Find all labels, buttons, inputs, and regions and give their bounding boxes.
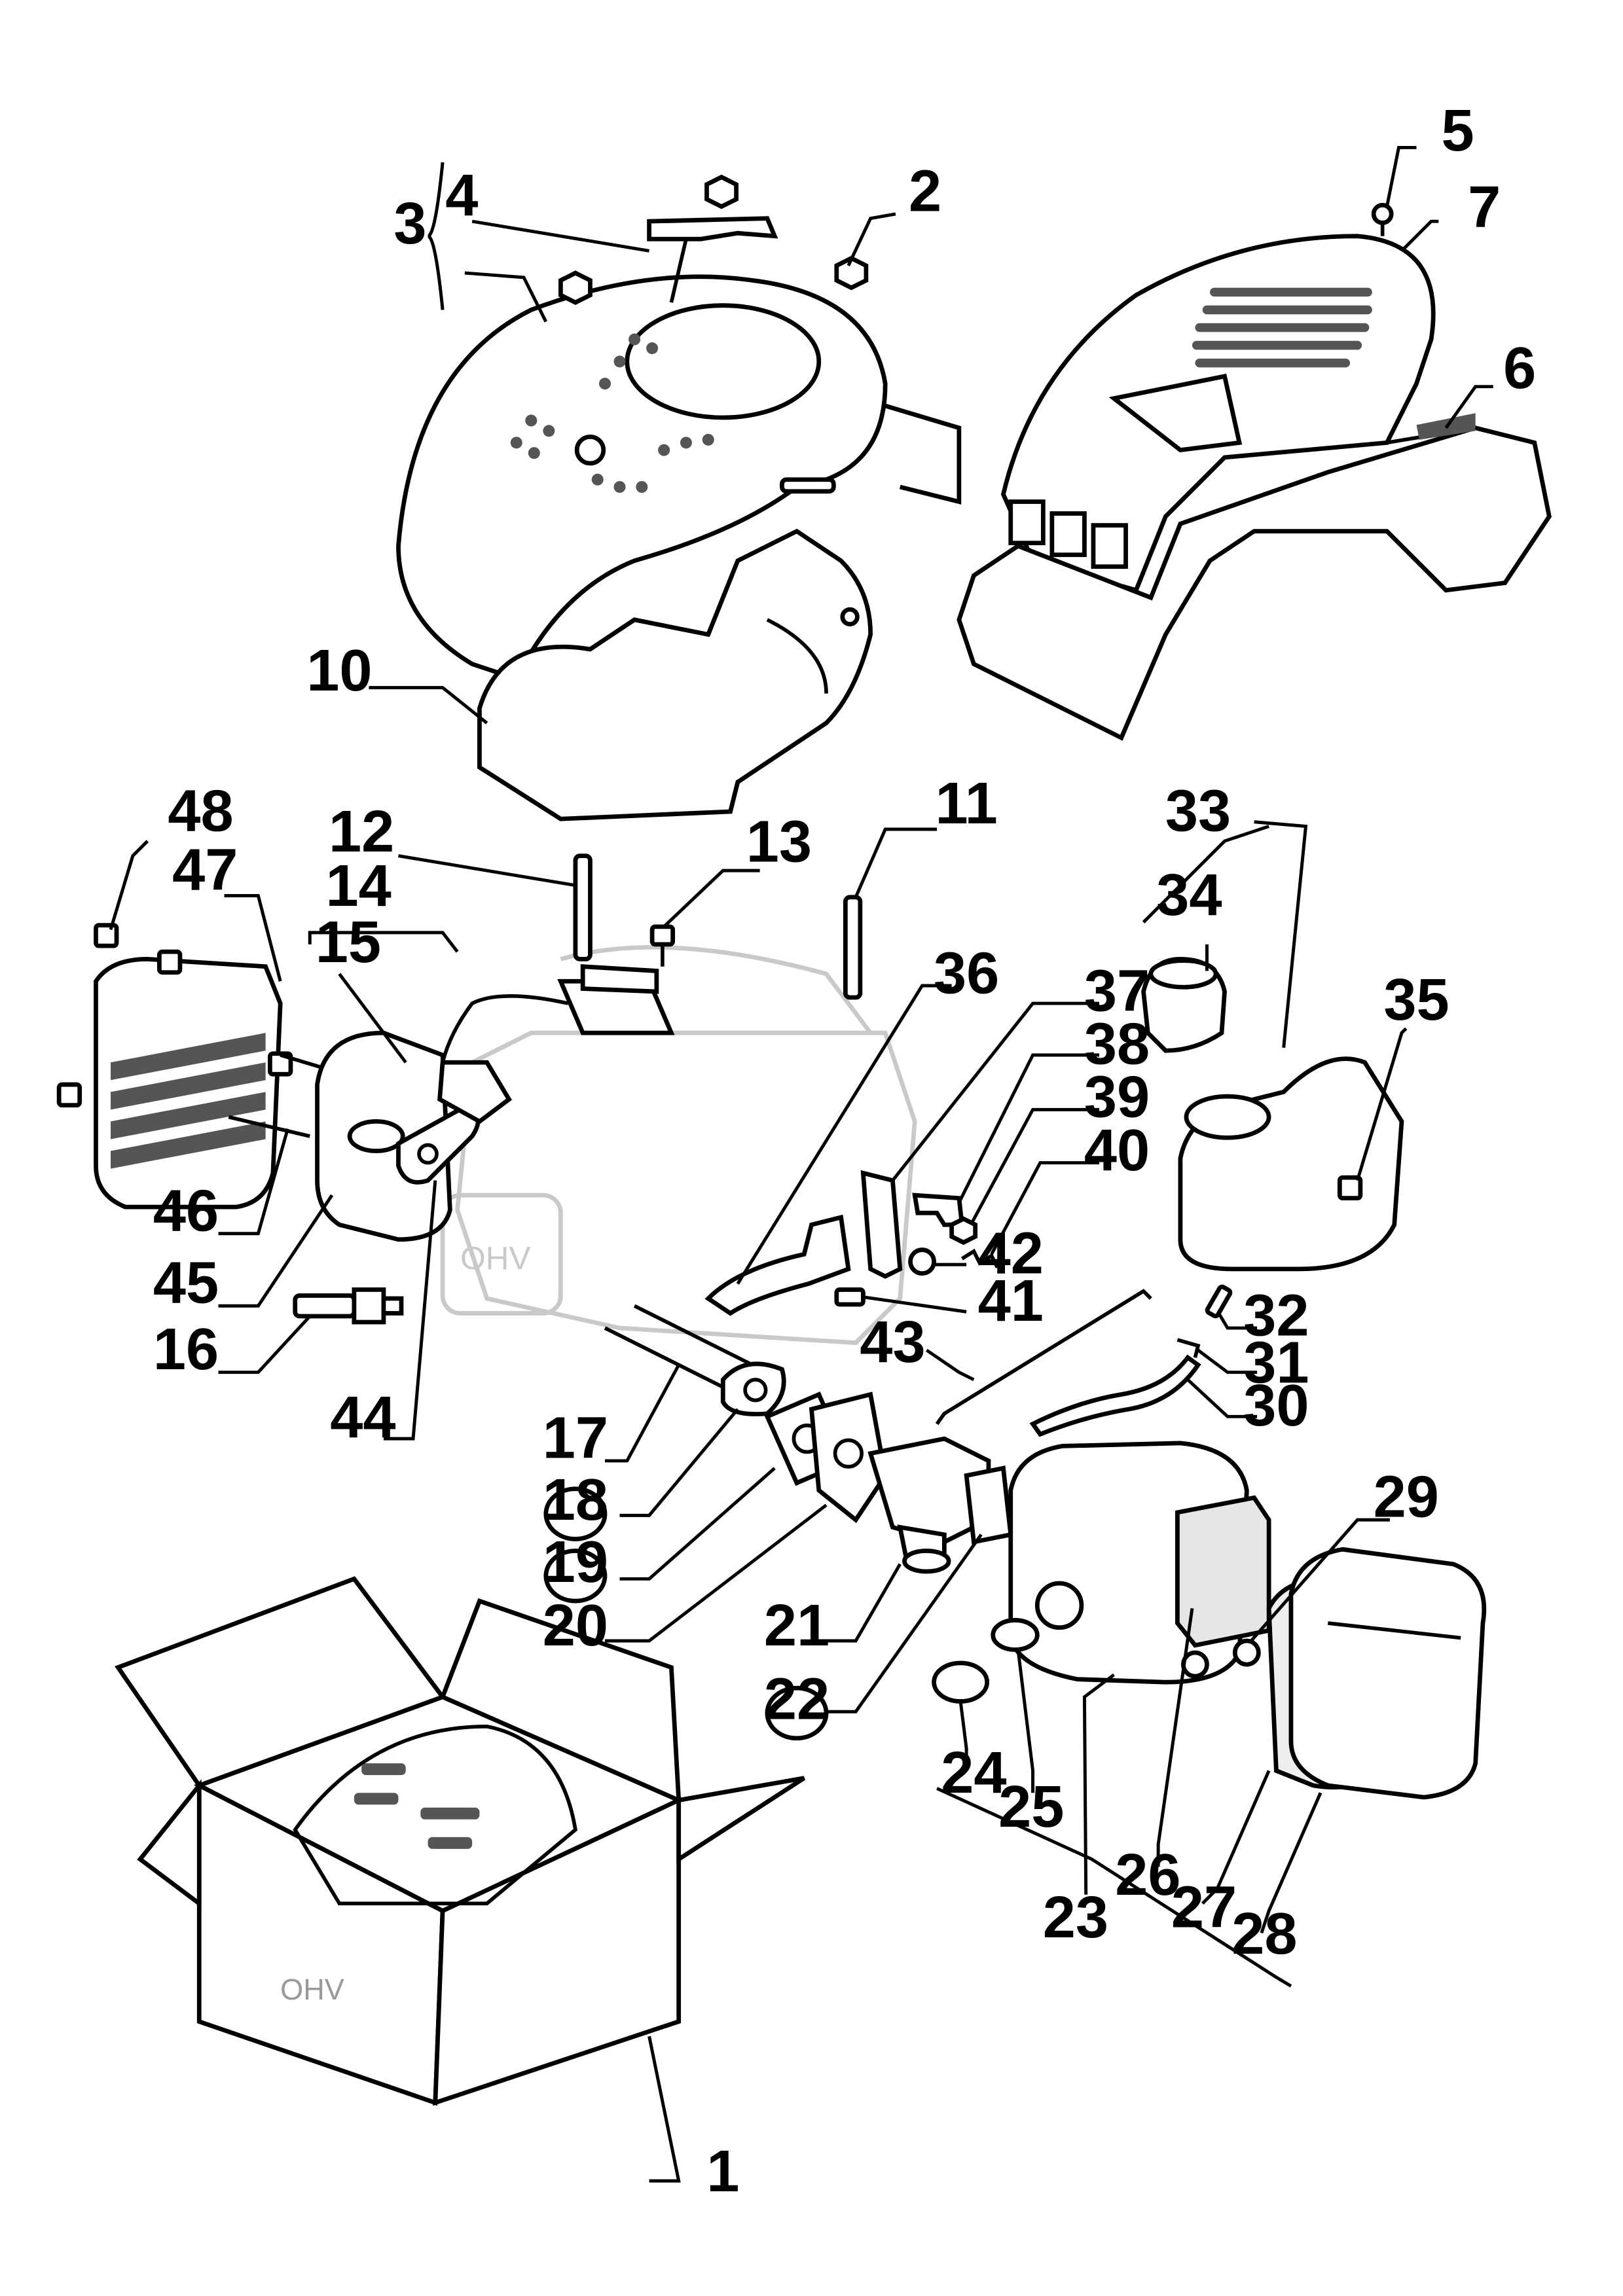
label-part-44: 44 [330, 1384, 395, 1450]
screw-part-35 [1337, 1175, 1363, 1201]
nut-part-29 [1181, 1638, 1261, 1679]
muffler-guard-part-47 [94, 957, 283, 1210]
label-part-47: 47 [172, 836, 238, 903]
label-part-3: 3 [393, 190, 426, 257]
label-part-20: 20 [543, 1592, 608, 1659]
label-part-11: 11 [935, 770, 997, 836]
bracket-part-38 [912, 1193, 965, 1227]
label-part-17: 17 [543, 1405, 608, 1471]
fitting-part-32 [1205, 1284, 1233, 1319]
label-part-6: 6 [1503, 335, 1536, 401]
label-part-42: 42 [978, 1221, 1044, 1287]
label-part-4: 4 [445, 162, 478, 228]
label-part-22: 22 [764, 1666, 830, 1732]
label-part-27: 27 [1171, 1874, 1237, 1940]
bolt-part-41 [834, 1287, 866, 1307]
engine-block-ghost: OHV [440, 945, 917, 1346]
clip-part-31 [1176, 1338, 1201, 1358]
gasket-part-22 [964, 1465, 1013, 1545]
label-part-26: 26 [1115, 1842, 1180, 1908]
label-part-12: 12 [329, 798, 394, 865]
stud-part-12 [573, 853, 593, 961]
label-part-21: 21 [764, 1592, 830, 1659]
engine-box-part-1: OHV [115, 1576, 806, 2106]
spark-plug-part-16 [293, 1287, 404, 1325]
gasket-part-18 [720, 1361, 786, 1416]
label-part-5: 5 [1442, 98, 1474, 164]
label-part-48: 48 [168, 778, 233, 844]
starter-handle-part-4 [647, 216, 778, 303]
blower-housing-part-10 [477, 528, 873, 821]
label-part-14: 14 [326, 853, 392, 919]
rod-part-43 [935, 1289, 1152, 1426]
label-part-23: 23 [1043, 1884, 1108, 1950]
label-part-35: 35 [1383, 967, 1449, 1033]
label-part-33: 33 [1165, 778, 1231, 844]
spring-part-40 [960, 1248, 999, 1268]
label-part-39: 39 [1084, 1064, 1150, 1130]
screw-part-5 [1371, 202, 1394, 236]
label-part-40: 40 [1084, 1117, 1150, 1183]
label-part-25: 25 [998, 1774, 1064, 1840]
gasket-part-20 [809, 1391, 888, 1524]
label-part-30: 30 [1243, 1372, 1309, 1439]
stud-part-13 [649, 924, 676, 967]
label-part-28: 28 [1231, 1901, 1297, 1967]
label-part-19: 19 [543, 1529, 608, 1595]
breather-tube-part-36 [704, 1214, 851, 1316]
label-part-45: 45 [153, 1250, 219, 1316]
encircled-label-markers [543, 1486, 829, 1741]
nut-part-39 [949, 1216, 978, 1246]
label-part-13: 13 [746, 809, 812, 875]
engine-ohv-mark-ghost: OHV [460, 1240, 530, 1276]
engine-box-ohv-mark: OHV [280, 1973, 344, 2006]
governor-lever-part-37 [860, 1170, 903, 1279]
label-part-36: 36 [934, 940, 999, 1006]
label-part-43: 43 [860, 1309, 925, 1375]
fuel-line-part-30 [1029, 1354, 1201, 1437]
label-part-37: 37 [1084, 958, 1150, 1024]
label-part-46: 46 [153, 1177, 219, 1244]
label-part-41: 41 [978, 1268, 1044, 1334]
bolt-part-48 [56, 923, 293, 1108]
label-part-10: 10 [306, 637, 372, 704]
label-part-1: 1 [706, 2138, 739, 2204]
label-part-2: 2 [909, 158, 941, 224]
label-part-16: 16 [153, 1316, 219, 1382]
engine-shroud-part-7 [1000, 234, 1436, 593]
cap-part-24 [932, 1660, 990, 1704]
clamp-part-25 [991, 1618, 1040, 1652]
label-part-29: 29 [1374, 1464, 1439, 1530]
label-part-31: 31 [1243, 1329, 1309, 1395]
ignition-coil-part-15 [437, 964, 675, 1124]
washer-part-42 [908, 1247, 936, 1276]
leader-lines [109, 145, 1493, 2183]
fuel-cap-part-34 [1141, 957, 1227, 1053]
label-part-32: 32 [1243, 1282, 1309, 1348]
stud-part-11 [843, 895, 863, 1000]
label-part-15: 15 [316, 909, 381, 975]
label-part-18: 18 [543, 1467, 608, 1533]
label-part-24: 24 [941, 1740, 1006, 1806]
label-part-7: 7 [1468, 174, 1501, 240]
label-part-34: 34 [1156, 862, 1222, 928]
starter-cover-part-3 [396, 274, 962, 682]
air-filter-cover-part-28 [1288, 1547, 1487, 1800]
fuel-tank-part-33 [1178, 1056, 1404, 1272]
intake-studs-part-17 [604, 1304, 754, 1389]
label-part-38: 38 [1084, 1011, 1150, 1077]
part-number-labels: 1 2 3 4 5 6 7 10 11 12 13 14 15 16 17 18… [153, 98, 1536, 2204]
